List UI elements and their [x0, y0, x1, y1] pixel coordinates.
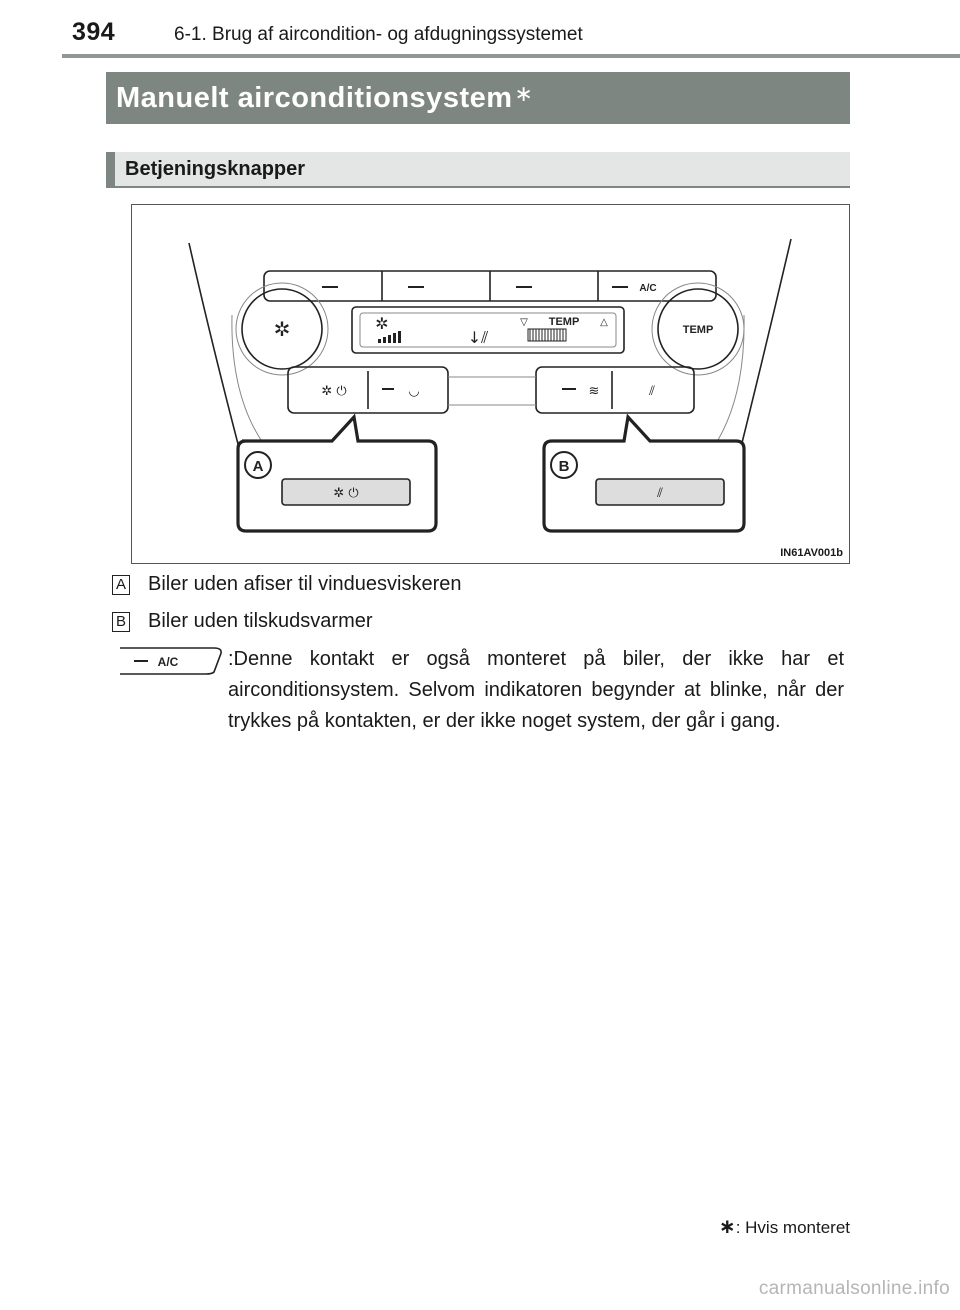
ac-note-paragraph: :Denne kontakt er også monteret på biler… [228, 648, 844, 732]
legend-item-a: A Biler uden afiser til vinduesviskeren [112, 573, 462, 596]
svg-text:✲: ✲ [274, 317, 291, 341]
ac-button-icon: A/C [120, 647, 222, 675]
section-heading: Betjeningsknapper [106, 152, 850, 188]
temp-dial-label: TEMP [683, 324, 714, 336]
legend-marker-a: A [112, 574, 130, 595]
svg-text:↓⫽: ↓⫽ [468, 328, 489, 347]
svg-text:⫽: ⫽ [656, 486, 663, 501]
svg-text:△: △ [600, 317, 608, 328]
svg-text:✲ ⏻: ✲ ⏻ [321, 384, 346, 399]
svg-text:✲: ✲ [375, 314, 388, 333]
section-title: Betjeningsknapper [125, 157, 306, 180]
footnote: ∗: Hvis monteret [719, 1214, 850, 1239]
svg-text:▽: ▽ [520, 317, 528, 328]
footnote-asterisk: ∗ [718, 1216, 736, 1238]
legend-marker-b: B [112, 611, 130, 632]
legend-item-b: B Biler uden tilskudsvarmer [112, 610, 373, 633]
control-panel-illustration: ✲ ✲ ▽ △ ↓⫽ ✲ ⏻ ◡ ≋ [188, 238, 792, 533]
svg-text:⫽: ⫽ [648, 384, 655, 399]
legend-text-b: Biler uden tilskudsvarmer [148, 610, 373, 632]
control-panel-figure: ✲ ✲ ▽ △ ↓⫽ ✲ ⏻ ◡ ≋ [131, 204, 850, 564]
title-asterisk: ∗ [514, 81, 534, 106]
ac-button-label: A/C [158, 655, 179, 669]
chapter-title: 6-1. Brug af aircondition- og afdugnings… [174, 24, 583, 45]
svg-text:◡: ◡ [408, 384, 419, 399]
watermark: carmanualsonline.info [758, 1278, 950, 1299]
display-temp-label: TEMP [549, 316, 580, 328]
callout-b-marker: B [559, 458, 570, 475]
header-rule [62, 54, 960, 58]
callout-a-marker: A [253, 458, 264, 475]
legend-text-a: Biler uden afiser til vinduesviskeren [148, 573, 462, 595]
page-number: 394 [72, 18, 116, 46]
footnote-text: : Hvis monteret [735, 1218, 850, 1237]
svg-text:✲ ⏻: ✲ ⏻ [333, 486, 358, 501]
ac-strip-label: A/C [639, 283, 656, 294]
figure-code: IN61AV001b [780, 547, 843, 559]
page-title-bar: Manuelt airconditionsystem∗ [106, 72, 850, 124]
svg-text:≋: ≋ [589, 384, 600, 399]
page-title: Manuelt airconditionsystem [116, 81, 513, 114]
